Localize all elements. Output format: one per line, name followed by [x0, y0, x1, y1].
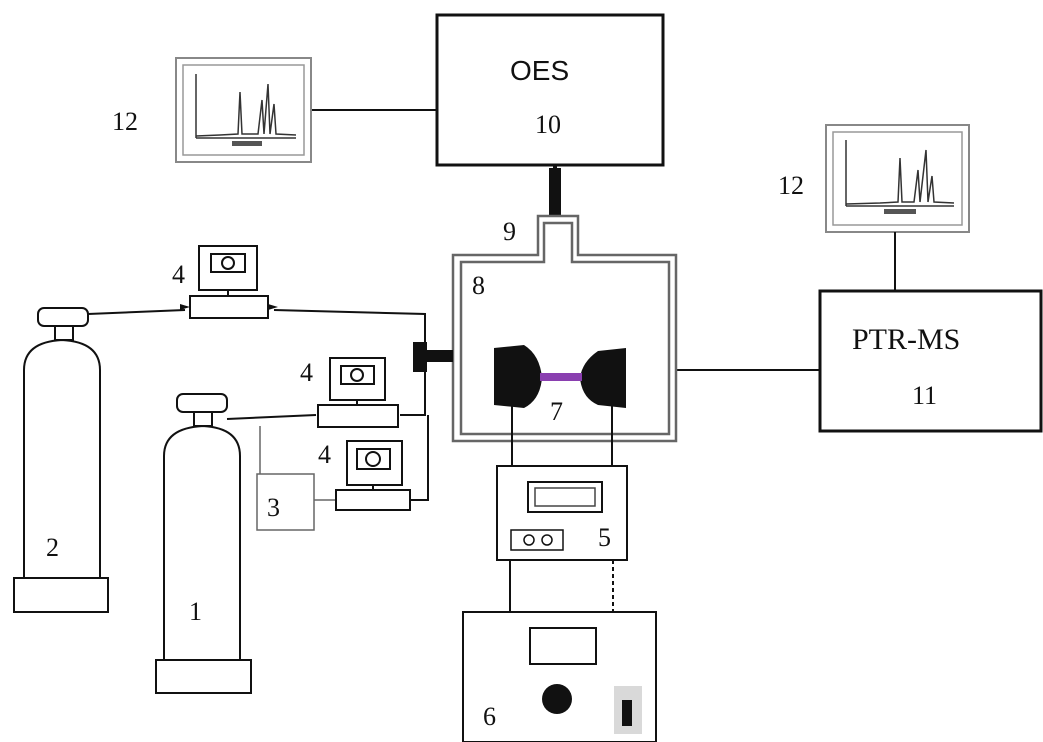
label-4-top: 4: [172, 260, 185, 289]
flowmeter-top: 4: [172, 245, 278, 319]
flowmeter-mid: 4: [300, 357, 399, 428]
ptrms-number: 11: [912, 381, 937, 410]
label-4-low: 4: [318, 440, 331, 469]
ptrms-title: PTR-MS: [852, 323, 960, 356]
label-6-generator: 6: [483, 702, 496, 731]
spectrum-plot-right: [845, 140, 955, 214]
flowmeter-low: 4: [318, 440, 411, 511]
label-2-cylinder: 2: [46, 533, 59, 562]
oes-box: OES 10: [435, 13, 665, 167]
reaction-chamber: 9 8 7: [413, 214, 678, 466]
mixing-box-3: 3: [256, 426, 336, 531]
monitor-left: 12: [112, 57, 312, 163]
oes-number: 10: [535, 110, 561, 139]
label-12-left: 12: [112, 107, 138, 136]
label-7-electrodes: 7: [550, 397, 563, 426]
plasma-discharge: [540, 373, 582, 381]
left-electrode: [494, 345, 542, 408]
label-1-cylinder: 1: [189, 597, 202, 626]
generator-knob: [542, 684, 572, 714]
generator: 6: [462, 611, 657, 742]
optical-fiber: [549, 165, 561, 216]
power-supply: 5: [496, 465, 628, 612]
oes-title: OES: [510, 55, 569, 86]
ptrms-box: PTR-MS 11: [818, 289, 1043, 433]
label-4-mid: 4: [300, 358, 313, 387]
label-3-box: 3: [267, 493, 280, 522]
label-12-right: 12: [778, 171, 804, 200]
right-electrode: [580, 348, 626, 408]
spectrum-plot-left: [195, 74, 297, 146]
label-9-port: 9: [503, 217, 516, 246]
gas-inlet-connector: [413, 342, 427, 372]
gas-lines: [87, 309, 429, 501]
gas-cylinder-1: 1: [155, 393, 252, 694]
monitor-right: 12: [778, 124, 970, 233]
gas-cylinder-2: 2: [13, 307, 109, 613]
label-8-chamber: 8: [472, 271, 485, 300]
label-5-power: 5: [598, 523, 611, 552]
